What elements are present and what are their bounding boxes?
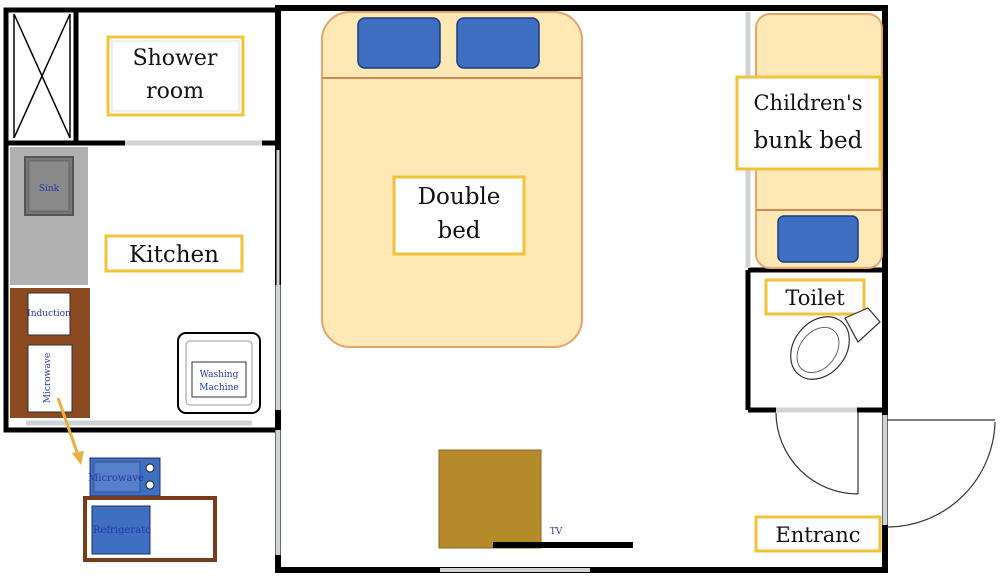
- pillow-left: [357, 17, 441, 69]
- washing-machine: Washing Machine: [177, 332, 261, 414]
- shower-room-line2: room: [146, 79, 204, 104]
- washing-machine-line2: Machine: [199, 383, 238, 393]
- microwave-vertical-label: Microwave: [43, 353, 53, 403]
- entrance-door: [882, 415, 996, 528]
- toilet-door: [775, 407, 859, 495]
- bunk-bed-line2: bunk bed: [754, 128, 863, 154]
- microwave-detail: Microwave: [88, 457, 161, 497]
- tv: TV: [493, 527, 633, 548]
- toilet-tank: [844, 307, 881, 343]
- shower-room-label: Shower room: [106, 35, 245, 117]
- pillow-right: [456, 17, 540, 69]
- tv-label: TV: [550, 527, 563, 537]
- kitchen-label: Kitchen: [104, 234, 244, 273]
- refrigerator-label: Refrigerato: [93, 525, 151, 536]
- table: [438, 449, 542, 549]
- entrance-label-text: Entranc: [775, 523, 860, 547]
- sink-label: Sink: [39, 184, 60, 194]
- double-bed: Double bed: [321, 11, 583, 348]
- bunk-bed-line1: Children's: [753, 91, 862, 115]
- microwave-detail-label: Microwave: [88, 473, 144, 484]
- bunk-bed: Children's bunk bed: [735, 13, 883, 269]
- entrance-label: Entranc: [754, 515, 882, 553]
- double-bed-line2: bed: [437, 218, 480, 244]
- induction-label: Induction: [27, 309, 71, 319]
- sink: Sink: [24, 156, 74, 216]
- shower-room-line1: Shower: [133, 46, 218, 71]
- microwave-built-in: Microwave: [27, 344, 73, 413]
- washing-machine-line1: Washing: [200, 370, 239, 380]
- kitchen-label-text: Kitchen: [129, 242, 219, 268]
- bunk-pillow: [777, 215, 859, 263]
- double-bed-line1: Double: [418, 184, 501, 210]
- toilet-bowl: [790, 316, 850, 380]
- storage-closet: [13, 13, 71, 139]
- induction: Induction: [27, 292, 71, 336]
- arrow: [56, 397, 84, 465]
- refrigerator: Refrigerato: [83, 496, 217, 562]
- toilet-label: Toilet: [785, 286, 845, 310]
- toilet: Toilet: [764, 278, 881, 380]
